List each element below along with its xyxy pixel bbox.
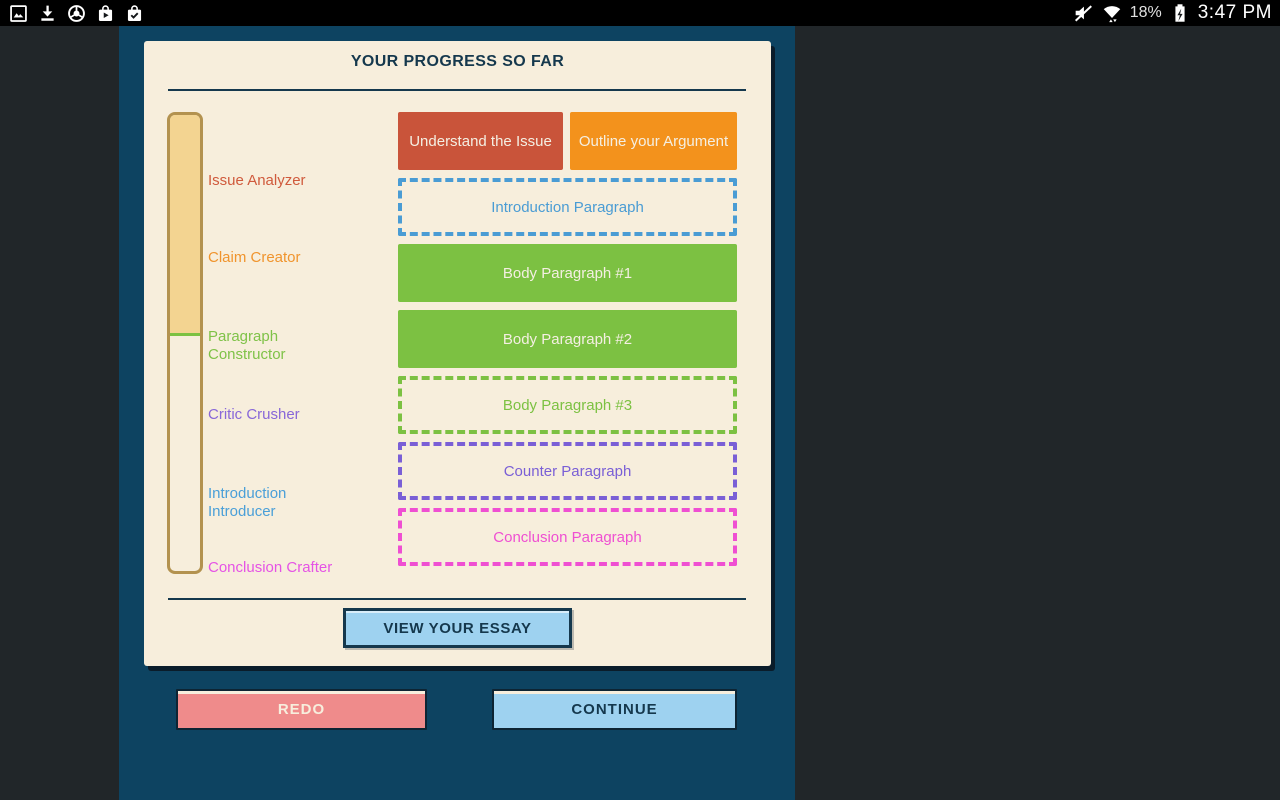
progress-card: YOUR PROGRESS SO FAR Issue Analyzer Clai… <box>144 41 771 666</box>
stage-label-conclusion-crafter: Conclusion Crafter <box>208 559 333 576</box>
updates-done-icon <box>127 4 142 21</box>
stage-label-claim-creator: Claim Creator <box>208 249 301 266</box>
block-counter-paragraph: Counter Paragraph <box>398 442 737 500</box>
essay-blocks: Understand the Issue Outline your Argume… <box>398 112 737 566</box>
stage-label-paragraph-constructor: Paragraph Constructor <box>208 328 286 363</box>
battery-charging-icon <box>1175 4 1185 22</box>
block-body-paragraph-2: Body Paragraph #2 <box>398 310 737 368</box>
view-your-essay-button[interactable]: VIEW YOUR ESSAY <box>343 608 572 648</box>
notification-icons <box>0 3 145 24</box>
block-conclusion-paragraph: Conclusion Paragraph <box>398 508 737 566</box>
stage-label-critic-crusher: Critic Crusher <box>208 406 300 423</box>
continue-button[interactable]: CONTINUE <box>492 689 737 730</box>
block-body-paragraph-3: Body Paragraph #3 <box>398 376 737 434</box>
title-divider <box>168 89 746 91</box>
progress-fill <box>170 115 200 337</box>
page-title: YOUR PROGRESS SO FAR <box>350 53 565 70</box>
chrome-icon <box>68 4 85 22</box>
block-understand-the-issue: Understand the Issue <box>398 112 563 170</box>
block-outline-your-argument: Outline your Argument <box>570 112 737 170</box>
image-icon <box>10 4 27 22</box>
progress-meter <box>167 112 203 574</box>
block-body-paragraph-1: Body Paragraph #1 <box>398 244 737 302</box>
redo-button[interactable]: REDO <box>176 689 427 730</box>
footer-divider <box>168 598 746 600</box>
block-row-top: Understand the Issue Outline your Argume… <box>398 112 737 170</box>
status-indicators: 18% 3:47 PM <box>1072 2 1280 24</box>
mute-icon <box>1074 5 1092 22</box>
app-panel: YOUR PROGRESS SO FAR Issue Analyzer Clai… <box>119 26 795 800</box>
wifi-icon <box>1103 6 1120 23</box>
block-introduction-paragraph: Introduction Paragraph <box>398 178 737 236</box>
battery-percent: 18% <box>1129 4 1162 21</box>
stage-label-issue-analyzer: Issue Analyzer <box>208 172 306 189</box>
download-icon <box>41 5 54 21</box>
stage-label-introduction-introducer: Introduction Introducer <box>208 485 287 520</box>
clock: 3:47 PM <box>1197 2 1272 23</box>
play-store-icon <box>98 4 113 21</box>
android-status-bar[interactable]: 18% 3:47 PM <box>0 0 1280 26</box>
